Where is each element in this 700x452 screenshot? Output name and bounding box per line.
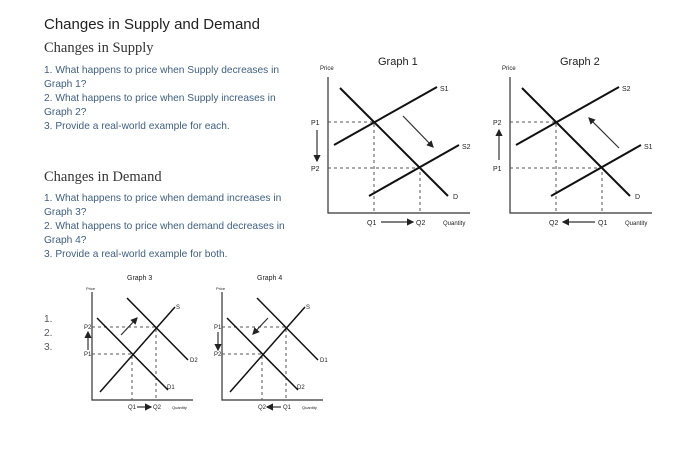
demand-question-1: 1. What happens to price when demand inc… [44, 193, 282, 218]
graph-title: Graph 4 [257, 275, 282, 282]
bottom-line-label: S2 [462, 144, 471, 151]
supply-line [99, 306, 176, 393]
left-quantity-label: Q2 [549, 220, 558, 227]
graph-title: Graph 3 [127, 275, 152, 282]
shift-arrow [588, 117, 620, 149]
supply-line-bottom [550, 144, 642, 197]
page-title: Changes in Supply and Demand [44, 16, 260, 33]
upper-demand-line [256, 297, 319, 361]
axes [221, 292, 323, 401]
upper-line-label: D2 [190, 358, 198, 364]
upper-price-label: P2 [493, 120, 502, 127]
supply-heading: Changes in Supply [44, 40, 154, 56]
supply-line-top [333, 86, 438, 146]
supply-line [229, 306, 306, 393]
demand-label: D [635, 194, 640, 201]
lower-demand-line [226, 317, 299, 391]
top-line-label: S2 [622, 86, 631, 93]
supply-question-2: 2. What happens to price when Supply inc… [44, 93, 276, 118]
dashed-guides [510, 121, 603, 213]
graph-2: Graph 2 Price P2 P1 Q2 Q1 Quantity S2 S1… [493, 56, 653, 227]
graph-3: Graph 3 Price P2 P1 Q1 Q2 Quantity S D2 … [84, 275, 198, 411]
answer-list[interactable]: 1. 2. 3. [44, 313, 74, 355]
dashed-guides [328, 121, 421, 213]
supply-line-bottom [368, 144, 460, 197]
supply-question-1: 1. What happens to price when Supply dec… [44, 65, 280, 90]
supply-questions: 1. What happens to price when Supply dec… [44, 64, 294, 134]
quantity-axis-label: Quantity [302, 405, 317, 410]
lower-demand-line [96, 317, 169, 391]
demand-line [521, 87, 631, 197]
upper-price-label: P2 [84, 325, 92, 331]
dashed-guides [222, 326, 287, 400]
bottom-line-label: S1 [644, 144, 653, 151]
price-axis-label: Price [216, 286, 226, 291]
demand-label: D [453, 194, 458, 201]
graph-1: Graph 1 Price P1 P2 Q1 Q2 Quantity S1 S2… [311, 56, 471, 227]
demand-question-3: 3. Provide a real-world example for both… [44, 249, 228, 260]
lower-price-label: P1 [84, 352, 92, 358]
lower-price-label: P1 [493, 166, 502, 173]
upper-price-label: P1 [311, 120, 320, 127]
supply-line-top [515, 86, 620, 146]
price-axis-label: Price [502, 66, 516, 72]
upper-demand-line [126, 297, 189, 361]
right-quantity-label: Q2 [153, 405, 162, 411]
axes [91, 292, 193, 401]
quantity-axis-label: Quantity [625, 221, 647, 227]
left-quantity-label: Q2 [258, 405, 267, 411]
demand-heading: Changes in Demand [44, 169, 162, 185]
shift-arrow [402, 115, 434, 148]
lower-line-label: D2 [297, 385, 305, 391]
shift-arrow [252, 317, 269, 335]
right-quantity-label: Q1 [598, 220, 607, 227]
top-line-label: S1 [440, 86, 449, 93]
left-quantity-label: Q1 [367, 220, 376, 227]
answer-3[interactable]: 3. [44, 342, 53, 353]
right-quantity-label: Q1 [283, 405, 292, 411]
graph-title: Graph 1 [378, 56, 418, 68]
supply-label: S [176, 305, 180, 311]
lower-line-label: D1 [167, 385, 175, 391]
demand-question-2: 2. What happens to price when demand dec… [44, 221, 285, 246]
demand-questions: 1. What happens to price when demand inc… [44, 192, 294, 262]
supply-label: S [306, 305, 310, 311]
dashed-guides [92, 326, 157, 400]
upper-price-label: P1 [214, 325, 222, 331]
supply-question-3: 3. Provide a real-world example for each… [44, 121, 230, 132]
demand-line [339, 87, 449, 197]
answer-2[interactable]: 2. [44, 328, 53, 339]
upper-line-label: D1 [320, 358, 328, 364]
lower-price-label: P2 [214, 352, 222, 358]
shift-arrow [120, 317, 138, 336]
left-quantity-label: Q1 [128, 405, 137, 411]
graph-title: Graph 2 [560, 56, 600, 68]
quantity-axis-label: Quantity [172, 405, 187, 410]
graph-4: Graph 4 Price P1 P2 Q2 Q1 Quantity S D1 … [214, 275, 328, 411]
price-axis-label: Price [86, 286, 96, 291]
lower-price-label: P2 [311, 166, 320, 173]
price-axis-label: Price [320, 66, 334, 72]
quantity-axis-label: Quantity [443, 221, 465, 227]
right-quantity-label: Q2 [416, 220, 425, 227]
answer-1[interactable]: 1. [44, 314, 53, 325]
